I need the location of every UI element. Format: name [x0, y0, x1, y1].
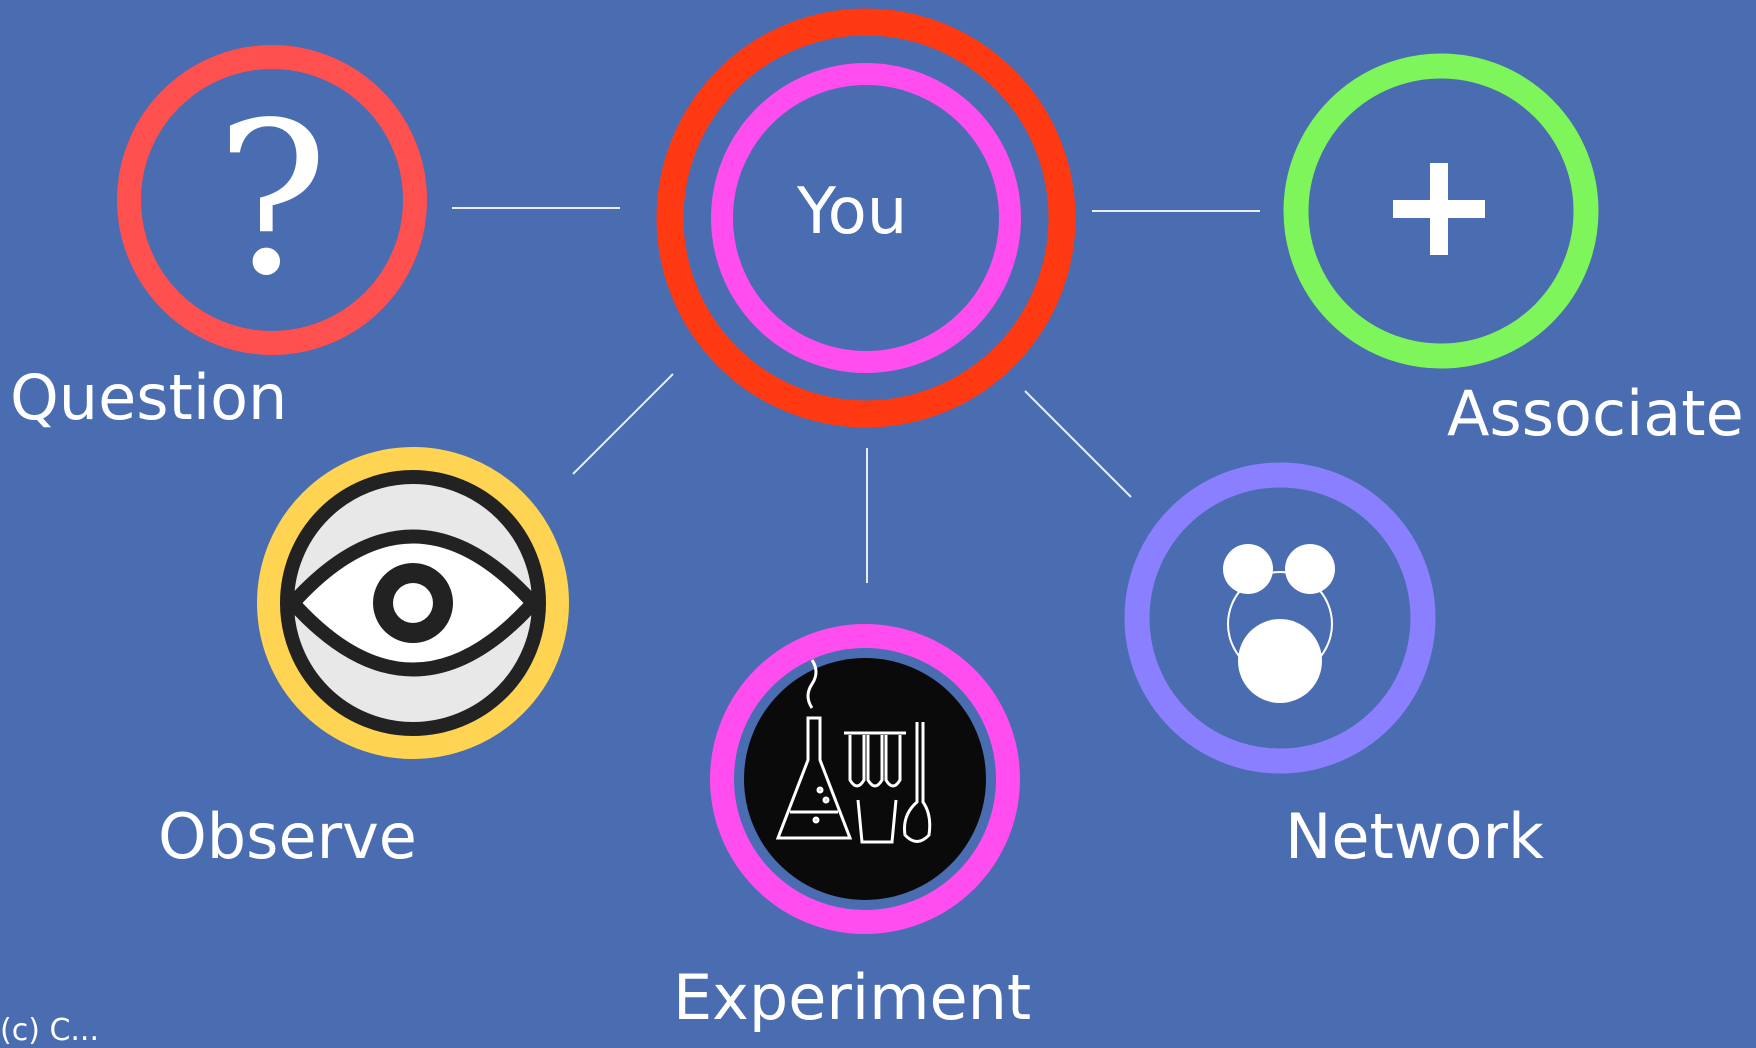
center-inner-ring [711, 63, 1021, 373]
network-node [1124, 462, 1436, 774]
associate-ring [1283, 53, 1599, 369]
eye-icon [280, 470, 546, 736]
observe-node [257, 447, 569, 759]
plus-icon [1393, 163, 1485, 255]
associate-node [1283, 53, 1599, 369]
associate-label: Associate [1447, 377, 1744, 450]
experiment-node [710, 624, 1020, 934]
question-ring [117, 45, 427, 355]
connector-lines [452, 207, 1260, 583]
question-label: Question [10, 361, 288, 434]
center-outer-ring [656, 8, 1076, 428]
center-label: You [797, 175, 908, 249]
question-node: ? [117, 45, 427, 355]
center-node-you [656, 8, 1076, 428]
copyright-footnote: (c) C... [0, 1013, 99, 1048]
lab-glassware-icon [744, 658, 986, 900]
network-ring [1124, 462, 1436, 774]
experiment-ring [710, 624, 1020, 934]
observe-ring [257, 447, 569, 759]
observe-label: Observe [158, 800, 417, 873]
connector-network [1024, 390, 1132, 498]
question-mark-icon: ? [216, 77, 329, 322]
network-label: Network [1285, 800, 1544, 873]
connector-observe [572, 373, 674, 475]
experiment-label: Experiment [673, 961, 1032, 1034]
network-nodes-icon [1223, 544, 1335, 703]
